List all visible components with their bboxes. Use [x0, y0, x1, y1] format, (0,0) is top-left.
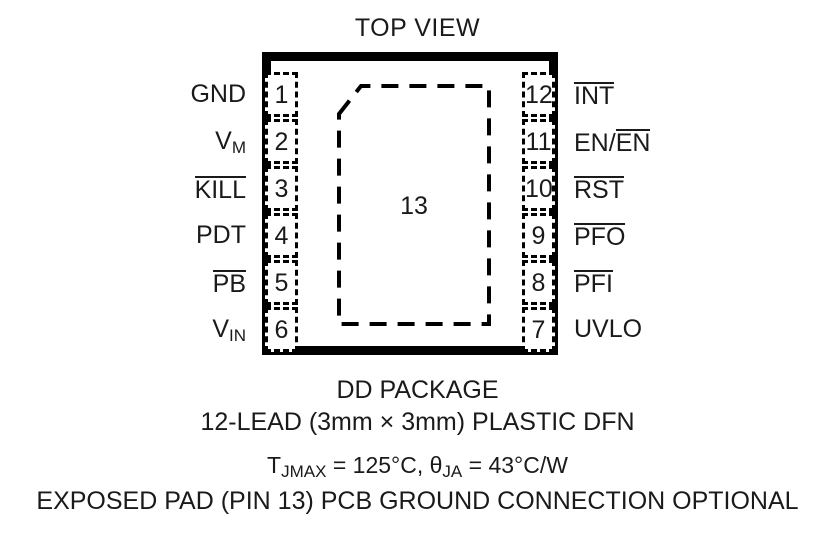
pin-label-pb-text: PB	[212, 270, 246, 298]
page-title: TOP VIEW	[354, 14, 481, 42]
pin-label-gnd-text: GND	[190, 80, 246, 108]
caption-exposed-pad-note: EXPOSED PAD (PIN 13) PCB GROUND CONNECTI…	[36, 487, 799, 515]
pin-pad-9: 9	[522, 213, 555, 258]
pin-pad-12: 12	[522, 72, 555, 117]
pin-label-vin-subscript: IN	[229, 326, 246, 345]
pin-pad-1: 1	[265, 72, 298, 117]
pin-label-en: EN/EN	[574, 129, 651, 157]
theta-value: = 43°C/W	[462, 452, 568, 478]
pin-pad-5: 5	[265, 260, 298, 305]
theta-subscript: JA	[442, 462, 463, 481]
pin-label-kill: KILL	[194, 176, 246, 204]
pin-label-vm-text: V	[215, 127, 232, 155]
pin-label-pfo-text: PFO	[574, 223, 626, 251]
pin-label-gnd: GND	[190, 82, 246, 107]
exposed-pad-svg	[337, 84, 491, 326]
pin-label-vin: VIN	[212, 315, 246, 346]
pin-pad-7: 7	[522, 307, 555, 352]
exposed-pad-outline	[337, 84, 491, 326]
caption-thermal-spec: TJMAX = 125°C, θJA = 43°C/W	[0, 452, 835, 481]
pin-label-pfo: PFO	[574, 223, 626, 251]
pin-label-vin-text: V	[212, 315, 229, 343]
caption-package-name: DD PACKAGE	[336, 376, 499, 404]
exposed-pad-number: 13	[400, 192, 428, 220]
pin-pad-4: 4	[265, 213, 298, 258]
pin-pad-6: 6	[265, 307, 298, 352]
pin-label-uvlo: UVLO	[574, 317, 642, 342]
pin-pad-2: 2	[265, 119, 298, 164]
caption-lead-count: 12-LEAD (3mm × 3mm) PLASTIC DFN	[200, 408, 635, 436]
pin-pad-8: 8	[522, 260, 555, 305]
tjmax-subscript: JMAX	[281, 462, 327, 481]
pin-label-en-bar-text: EN	[615, 129, 651, 157]
pin-label-pdt: PDT	[196, 223, 246, 248]
theta-symbol: θ	[429, 452, 443, 478]
pin-label-en-text: EN/	[574, 129, 616, 157]
pin-pad-10: 10	[522, 166, 555, 211]
pin-label-pdt-text: PDT	[196, 221, 246, 249]
pin-label-vm-subscript: M	[231, 138, 246, 157]
pin-label-int: INT	[574, 82, 615, 110]
exposed-pad-path	[337, 84, 491, 326]
pin-pad-3: 3	[265, 166, 298, 211]
pin-label-pfi-text: PFI	[574, 270, 613, 298]
pin-label-rst-text: RST	[574, 176, 624, 204]
pin-label-kill-text: KILL	[194, 176, 246, 204]
tjmax-value: = 125°C,	[326, 452, 430, 478]
pin-label-vm: VM	[215, 127, 246, 158]
pin-label-pfi: PFI	[574, 270, 613, 297]
pin-label-int-text: INT	[574, 82, 615, 110]
pin-label-rst: RST	[574, 176, 624, 203]
pin-pad-11: 11	[522, 119, 555, 164]
tjmax-symbol: T	[267, 452, 282, 478]
pin-label-uvlo-text: UVLO	[574, 315, 643, 343]
pin-label-pb: PB	[212, 270, 246, 298]
